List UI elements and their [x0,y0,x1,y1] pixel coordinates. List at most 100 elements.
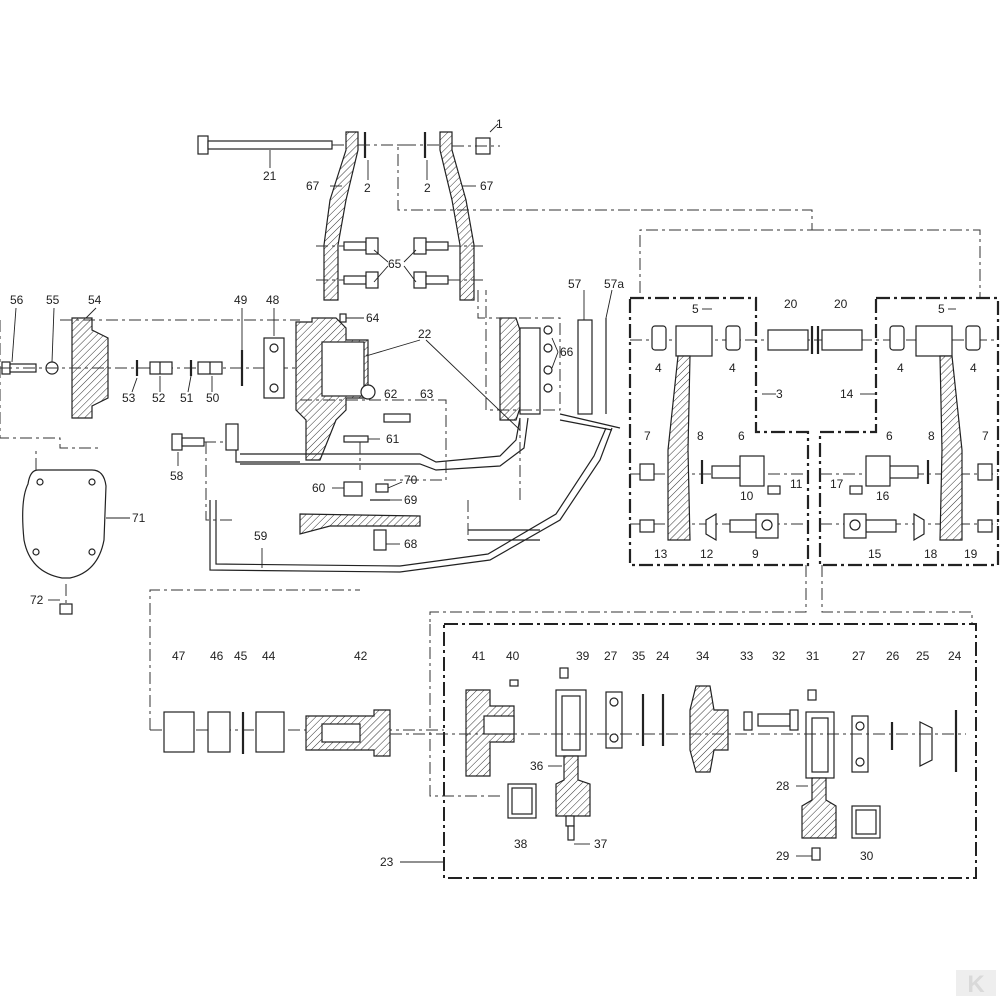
label-1: 1 [496,117,503,131]
label-44: 44 [262,649,276,663]
label-19: 19 [964,547,978,561]
label-47: 47 [172,649,186,663]
label-70: 70 [404,473,418,487]
label-58: 58 [170,469,184,483]
housing-22 [295,317,369,461]
label-36: 36 [530,759,544,773]
label-35: 35 [632,649,646,663]
label-6b: 6 [886,429,893,443]
label-27a: 27 [604,649,618,663]
box-23 [443,623,977,879]
label-24a: 24 [656,649,670,663]
label-21: 21 [263,169,277,183]
label-25: 25 [916,649,930,663]
label-34: 34 [696,649,710,663]
box-link-3 [628,296,810,567]
bolts-65 [316,237,486,289]
label-71: 71 [132,511,146,525]
label-57: 57 [568,277,582,291]
label-4a: 4 [655,361,662,375]
label-48: 48 [266,293,280,307]
label-49: 49 [234,293,248,307]
bolt-21 [197,135,345,155]
label-45: 45 [234,649,248,663]
label-12: 12 [700,547,714,561]
label-23: 23 [380,855,394,869]
label-30: 30 [860,849,874,863]
hub-34 [689,685,729,773]
label-42: 42 [354,649,368,663]
label-46: 46 [210,649,224,663]
label-32: 32 [772,649,786,663]
callout-labels: 1 2 2 3 4 4 4 4 5 5 6 6 7 7 8 8 9 10 11 … [10,117,989,869]
pins-20 [767,326,863,354]
guard-57 [577,318,607,415]
label-13: 13 [654,547,668,561]
label-11: 11 [790,477,803,491]
bracket-59 [235,450,300,463]
hub-41 [465,679,519,777]
label-55: 55 [46,293,60,307]
label-20b: 20 [834,297,848,311]
bushing-30 [851,805,881,839]
label-6a: 6 [738,429,745,443]
label-2b: 2 [424,181,431,195]
cover-71 [22,469,107,615]
label-15: 15 [868,547,882,561]
label-26: 26 [886,649,900,663]
grease-nipple-64 [339,313,347,323]
label-59: 59 [254,529,268,543]
link-arm-right [843,325,993,542]
label-28: 28 [776,779,790,793]
label-62: 62 [384,387,398,401]
spacers-47-44 [163,711,285,754]
label-8a: 8 [697,429,704,443]
label-4d: 4 [970,361,977,375]
washer-2 [358,132,440,158]
shaft-42 [305,709,391,757]
label-5b: 5 [938,302,945,316]
bearing-48 [263,337,285,399]
label-4b: 4 [729,361,736,375]
spool-36 [555,667,591,841]
label-8b: 8 [928,429,935,443]
label-7a: 7 [644,429,651,443]
nut-1 [452,137,500,155]
label-20a: 20 [784,297,798,311]
label-31: 31 [806,649,820,663]
label-54: 54 [88,293,102,307]
label-29: 29 [776,849,790,863]
arm-67-left [323,131,359,301]
label-27b: 27 [852,649,866,663]
label-57a: 57a [604,277,624,291]
label-2a: 2 [364,181,371,195]
label-68: 68 [404,537,418,551]
spacers-52-50 [135,350,244,386]
label-10: 10 [740,489,754,503]
label-67a: 67 [306,179,320,193]
label-18: 18 [924,547,938,561]
bearing-27a [605,691,623,749]
label-61: 61 [386,432,400,446]
valve-58 [171,423,239,521]
brand-logo: K [956,970,996,998]
arm-67-right [439,131,475,301]
label-22: 22 [418,327,432,341]
label-50: 50 [206,391,220,405]
label-65: 65 [388,257,402,271]
box-link-14 [818,296,1000,567]
label-37: 37 [594,837,608,851]
label-67b: 67 [480,179,494,193]
flange-54 [71,317,109,419]
label-41: 41 [472,649,486,663]
label-33: 33 [740,649,754,663]
spool-28 [801,689,837,861]
label-14: 14 [840,387,854,401]
label-24b: 24 [948,649,962,663]
label-69: 69 [404,493,418,507]
label-52: 52 [152,391,166,405]
label-40: 40 [506,649,520,663]
label-51: 51 [180,391,194,405]
